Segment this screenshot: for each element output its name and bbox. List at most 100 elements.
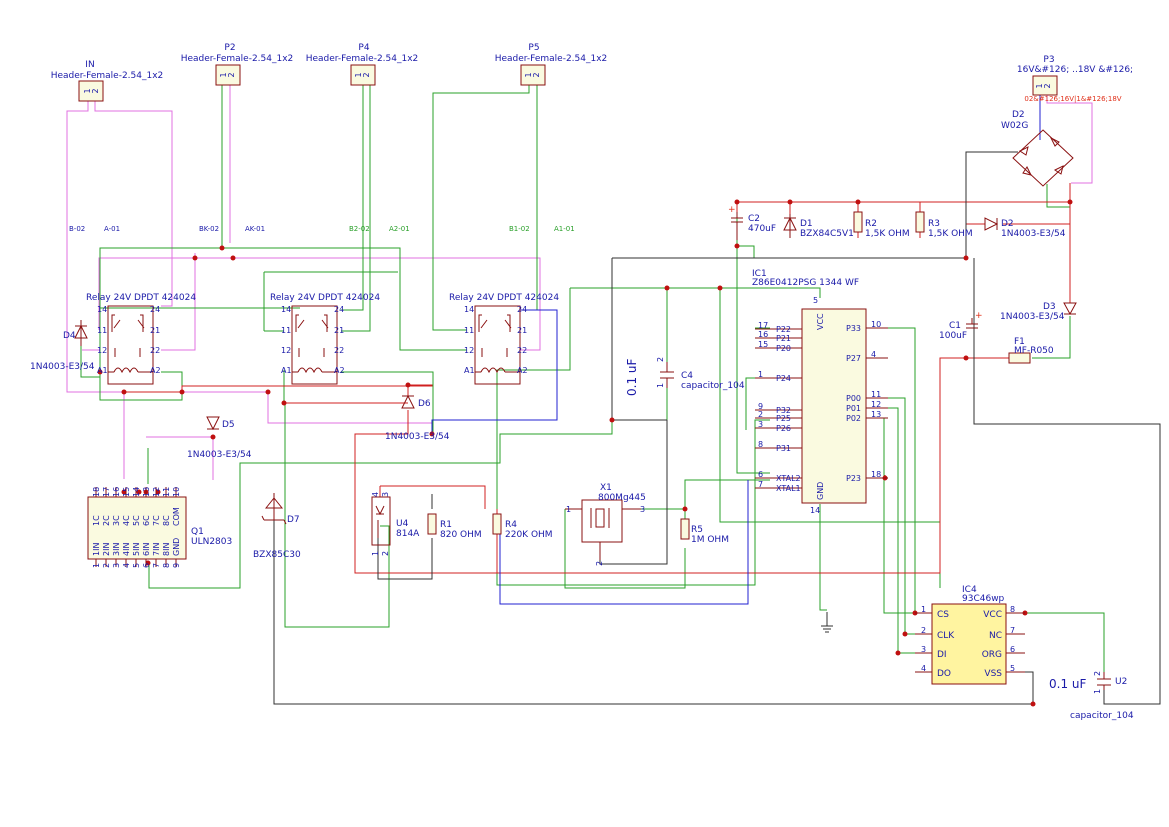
svg-text:2: 2: [91, 88, 100, 93]
svg-text:12: 12: [97, 346, 107, 355]
ic-pin-number: 5: [1010, 664, 1015, 673]
svg-text:1N4003-E3/54: 1N4003-E3/54: [1001, 229, 1066, 239]
net-label: A1-01: [554, 225, 575, 233]
svg-text:1,5K OHM: 1,5K OHM: [928, 229, 973, 239]
ic-pin-number: 3: [758, 420, 763, 429]
ic-pin-name: NC: [989, 631, 1002, 641]
svg-text:R3: R3: [928, 219, 940, 229]
ic-pin-number: 4: [871, 350, 876, 359]
connector-value: Header-Female-2.54_1x2: [495, 54, 608, 64]
svg-text:R2: R2: [865, 219, 877, 229]
net-label: BK-02: [199, 225, 219, 233]
svg-text:2: 2: [362, 72, 371, 77]
ic-pin-number: 17: [102, 487, 111, 497]
resistor-r2: R2 1,5K OHM: [853, 211, 910, 239]
ic-pin-name: P33: [846, 324, 861, 333]
cap-u2: 2 1 U2 capacitor_104 0.1 uF: [1049, 671, 1134, 721]
connector-p5: P5 Header-Female-2.54_1x2 1 2: [495, 43, 608, 86]
ic-pin-name: GND: [172, 538, 181, 556]
svg-text:1: 1: [566, 505, 571, 514]
cap-note: 0.1 uF: [1049, 677, 1087, 691]
ic-pin-name: P23: [846, 474, 861, 483]
ic-pin-name: 4IN: [122, 543, 131, 556]
connector-p2: P2 Header-Female-2.54_1x2 1 2: [181, 43, 293, 86]
ic-pin-number: 10: [172, 487, 181, 497]
svg-text:R5: R5: [691, 525, 703, 535]
ic-pin-name: 7IN: [152, 543, 161, 556]
net-label: 02&#126;16V|1&#126;18V: [1024, 95, 1121, 103]
svg-text:D6: D6: [418, 399, 431, 409]
svg-text:1N4003-E3/54: 1N4003-E3/54: [385, 432, 450, 442]
ic-pin-number: 2: [102, 563, 111, 568]
ic-pin-name: P24: [776, 374, 791, 383]
ic-pin-number: 6: [142, 563, 151, 568]
ic-pin-number: 4: [122, 563, 131, 568]
svg-text:24: 24: [517, 305, 527, 314]
svg-text:4: 4: [371, 492, 380, 497]
svg-text:14: 14: [97, 305, 107, 314]
svg-text:R4: R4: [505, 520, 517, 530]
ic-pin-name: 2IN: [102, 543, 111, 556]
ic-pin-name: 1C: [92, 515, 101, 526]
ic-pin-number: 18: [871, 470, 881, 479]
ic-pin-number: 1: [921, 605, 926, 614]
driver-q1: Q1 ULN2803 181C172C163C154C145C136C127C1…: [87, 487, 232, 568]
svg-text:1N4003-E3/54: 1N4003-E3/54: [187, 450, 252, 460]
ic-pin-number: 16: [112, 487, 121, 497]
ic-pin-name: P26: [776, 424, 791, 433]
resistor-r1: R1 820 OHM: [427, 513, 482, 540]
ic-pin-name: P27: [846, 354, 861, 363]
svg-text:BZX84C5V1: BZX84C5V1: [800, 229, 854, 239]
svg-text:R1: R1: [440, 520, 452, 530]
bridge-d2-w02g: D2 W02G: [1001, 110, 1074, 187]
svg-text:11: 11: [97, 326, 107, 335]
svg-text:14: 14: [464, 305, 474, 314]
ic-pin-number: 12: [152, 487, 161, 497]
svg-text:F1: F1: [1014, 337, 1025, 347]
connector-ref: P4: [358, 43, 369, 53]
ic-ref: IC4: [962, 585, 977, 595]
svg-text:820 OHM: 820 OHM: [440, 530, 482, 540]
svg-text:11: 11: [464, 326, 474, 335]
ic-pin-name: ORG: [982, 650, 1002, 660]
svg-text:2: 2: [532, 72, 541, 77]
svg-text:C1: C1: [949, 321, 961, 331]
resistor-r4: R4 220K OHM: [492, 513, 553, 540]
wires: [66, 85, 1161, 705]
ic-pin-name: CLK: [937, 631, 955, 641]
ic-pin-number: 16: [758, 330, 768, 339]
ic-pin-number: 14: [132, 487, 141, 497]
svg-text:21: 21: [517, 326, 527, 335]
cap-c2: + C2 470uF: [728, 205, 776, 240]
svg-text:1: 1: [219, 72, 228, 77]
net-label: AK-01: [245, 225, 265, 233]
svg-text:A2: A2: [150, 366, 161, 375]
ic-pin-name: 5IN: [132, 543, 141, 556]
ic-pin-number: 17: [758, 321, 768, 330]
svg-text:1,5K OHM: 1,5K OHM: [865, 229, 910, 239]
ic-pin-name: 7C: [152, 515, 161, 526]
ic-pin-number: 3: [112, 563, 121, 568]
svg-text:D1: D1: [800, 219, 813, 229]
ic-pin-number: 6: [1010, 645, 1015, 654]
svg-text:2: 2: [595, 561, 604, 566]
cap-note: 0.1 uF: [625, 358, 639, 396]
ic-pin-name: 6IN: [142, 543, 151, 556]
svg-text:1: 1: [354, 72, 363, 77]
crystal-x1: 1 3 2 X1 800Mg445: [565, 483, 646, 566]
ic-pin-number: 7: [152, 563, 161, 568]
svg-text:MF-R050: MF-R050: [1014, 346, 1054, 356]
svg-text:14: 14: [810, 506, 820, 515]
ic-pin-name: XTAL1: [776, 484, 801, 493]
connector-p3: P3 16V&#126; ..18V &#126; 1 2 02&#126;16…: [1017, 55, 1133, 103]
ic-pin-name: 6C: [142, 515, 151, 526]
cap-c4: 2 1 C4 capacitor_104 0.1 uF: [625, 357, 745, 396]
junctions: [97, 199, 1073, 707]
svg-text:A1: A1: [97, 366, 108, 375]
svg-text:BZX85C30: BZX85C30: [253, 550, 301, 560]
svg-text:12: 12: [281, 346, 291, 355]
connector-value: Header-Female-2.54_1x2: [51, 71, 164, 81]
fuse-f1: F1 MF-R050: [1008, 337, 1054, 364]
ic-pin-name: P25: [776, 414, 791, 423]
